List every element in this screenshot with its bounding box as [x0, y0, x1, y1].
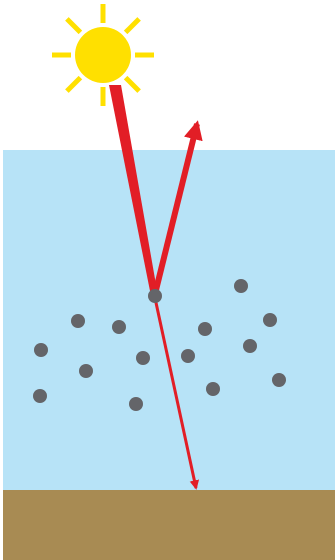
particle: [181, 349, 195, 363]
particle: [272, 373, 286, 387]
particle: [263, 313, 277, 327]
sun-ray: [126, 19, 140, 33]
particle: [33, 389, 47, 403]
particle: [198, 322, 212, 336]
sun-ray: [67, 19, 81, 33]
particle: [79, 364, 93, 378]
sun-ray: [67, 78, 81, 92]
sun-icon: [52, 4, 154, 106]
particle: [71, 314, 85, 328]
particle: [112, 320, 126, 334]
particle: [234, 279, 248, 293]
sun-ray: [126, 78, 140, 92]
particle: [129, 397, 143, 411]
particle: [148, 289, 162, 303]
particle: [243, 339, 257, 353]
particle: [206, 382, 220, 396]
particle: [136, 351, 150, 365]
seabed: [3, 490, 335, 560]
water-body: [3, 150, 335, 492]
particle: [34, 343, 48, 357]
